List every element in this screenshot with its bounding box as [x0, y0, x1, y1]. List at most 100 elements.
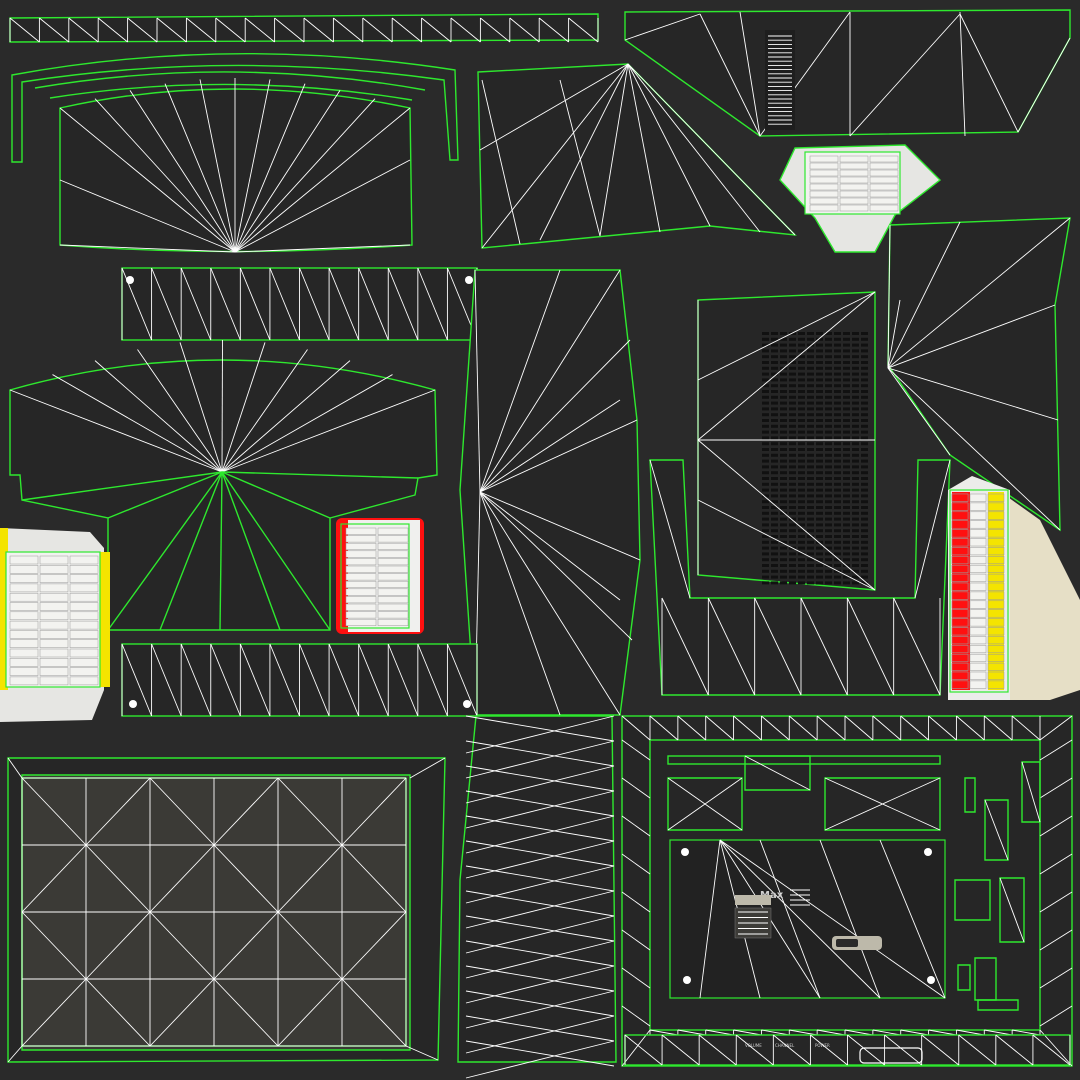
vent-slot	[861, 343, 868, 347]
label-cell	[951, 627, 969, 636]
vent-slot	[843, 448, 850, 451]
vent-slot	[843, 378, 850, 382]
label-cell	[987, 573, 1005, 582]
vent-slot	[834, 453, 841, 457]
vent-slot	[807, 529, 814, 533]
label-cell	[987, 600, 1005, 609]
wire-edge	[649, 1029, 678, 1036]
vent-slot	[780, 349, 787, 353]
vent-slot	[789, 448, 796, 451]
vent-slot	[807, 517, 814, 521]
wire-edge	[387, 643, 419, 717]
vent-slot	[807, 372, 814, 376]
wire-edge	[164, 83, 236, 253]
vent-slot	[798, 517, 805, 521]
wire-edge	[465, 815, 615, 854]
vent-slot	[825, 430, 832, 434]
vent-slot	[771, 407, 778, 411]
vent-slot	[798, 465, 805, 469]
wire-edge	[107, 471, 223, 631]
vent-slot	[852, 349, 859, 353]
wire-edge	[465, 1040, 615, 1067]
vent-slot	[816, 506, 823, 509]
wire-edge	[733, 1029, 762, 1036]
vent-slot	[825, 343, 832, 347]
wire-edge	[421, 17, 452, 43]
vent-slot	[825, 424, 832, 428]
vent-slot	[825, 471, 832, 475]
vent-slot	[789, 372, 796, 376]
vent-slot	[780, 471, 787, 475]
vent-slot	[780, 477, 787, 480]
vent-slot	[816, 448, 823, 451]
label-cell	[987, 645, 1005, 654]
label-cell	[39, 667, 69, 676]
vent-slot	[771, 523, 778, 527]
wire-edge	[887, 304, 1056, 369]
vent-slot	[780, 564, 787, 567]
vent-slot	[789, 581, 796, 585]
vent-slot	[825, 407, 832, 411]
label-cell	[39, 611, 69, 621]
vent-slot	[807, 569, 814, 573]
wire-edge	[450, 17, 481, 43]
vent-slot	[834, 494, 841, 498]
wire-edge	[210, 643, 241, 717]
vent-slot	[807, 552, 814, 556]
label-cell	[345, 535, 377, 543]
wire-edge	[667, 777, 743, 831]
label-cell	[345, 603, 377, 611]
vent-slot	[816, 332, 823, 335]
wire-edge	[509, 17, 540, 43]
vent-slot	[762, 523, 769, 527]
vent-slot	[852, 488, 859, 492]
label-cell	[987, 556, 1005, 565]
vent-slot	[861, 407, 868, 411]
wire-edge	[928, 1029, 957, 1036]
label-cell	[969, 680, 987, 689]
label-cell	[969, 502, 987, 511]
vent-slot	[798, 453, 805, 457]
vent-slot	[834, 390, 841, 393]
vent-slot	[780, 337, 787, 341]
vent-slot	[789, 569, 796, 573]
vent-slot	[861, 569, 868, 573]
vent-slot	[816, 430, 823, 434]
vent-slot	[807, 378, 814, 382]
wire-edge	[621, 891, 651, 913]
vent-slot	[834, 349, 841, 353]
wire-edge	[234, 98, 376, 253]
vent-slot	[843, 390, 850, 393]
wire-edge	[479, 491, 633, 641]
vent-slot	[807, 343, 814, 347]
vent-slot	[861, 540, 868, 544]
vent-slot	[816, 517, 823, 521]
vent-slot	[861, 361, 868, 364]
label-cell	[377, 588, 409, 596]
vent-slot	[852, 407, 859, 411]
vent-slot	[843, 523, 850, 527]
wire-edge	[1039, 967, 1073, 989]
wire-edge	[914, 459, 951, 599]
vent-slot	[861, 465, 868, 469]
wire-edge	[844, 715, 874, 741]
vent-slot	[771, 529, 778, 533]
vent-slot	[771, 506, 778, 509]
vent-slot	[771, 384, 778, 388]
vent-slot	[834, 511, 841, 515]
vent-slot	[771, 546, 778, 550]
label-cell	[987, 538, 1005, 547]
mount-hole-icon	[924, 848, 932, 856]
vent-slot	[798, 552, 805, 556]
vent-slot	[843, 546, 850, 550]
vent-slot	[789, 465, 796, 469]
vent-slot	[852, 581, 859, 585]
vent-slot	[816, 494, 823, 498]
wire-edge	[621, 967, 651, 989]
vent-slot	[861, 395, 868, 399]
wire-edge	[94, 98, 236, 253]
vent-slot	[798, 378, 805, 382]
wire-edge	[627, 63, 761, 233]
label-cell	[869, 204, 899, 212]
label-cell	[69, 676, 99, 686]
